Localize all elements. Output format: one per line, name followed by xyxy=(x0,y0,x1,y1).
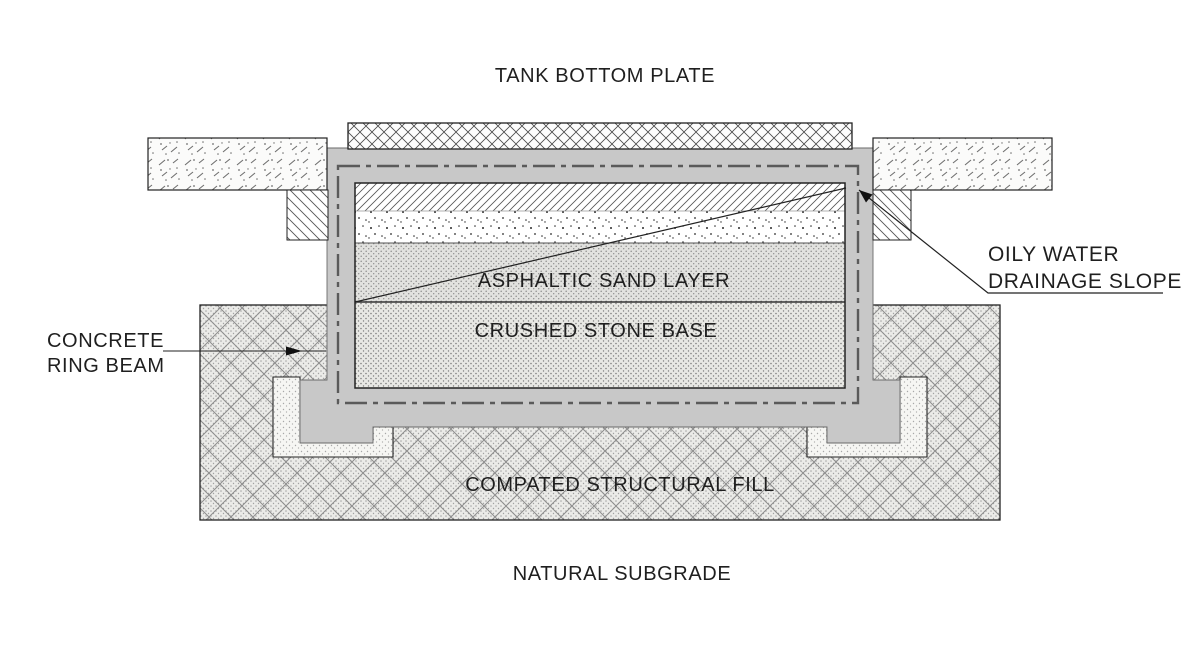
label-concrete-ring-line2: RING BEAM xyxy=(47,355,165,377)
left-corner-hatch-block xyxy=(286,189,329,241)
label-asphaltic-sand-layer: ASPHALTIC SAND LAYER xyxy=(478,270,730,292)
label-oily-water-line2: DRAINAGE SLOPE xyxy=(988,270,1182,293)
label-crushed-stone-base: CRUSHED STONE BASE xyxy=(475,320,718,342)
foundation-layers xyxy=(354,182,847,389)
loose-sand-layer xyxy=(355,211,845,243)
beam-centerline xyxy=(336,164,860,405)
drainage-slope-line xyxy=(354,187,847,303)
label-oily-water-line1: OILY WATER xyxy=(988,243,1119,266)
right-corner-hatch-block xyxy=(872,189,912,241)
right-concrete-slab xyxy=(872,137,1053,191)
arrowhead-upleft-icon xyxy=(859,190,873,203)
left-concrete-slab xyxy=(147,137,328,191)
crushed-stone-layer xyxy=(355,302,845,388)
label-concrete-ring-line1: CONCRETE xyxy=(47,330,164,352)
label-structural-fill: COMPATED STRUCTURAL FILL xyxy=(465,474,775,496)
label-natural-subgrade: NATURAL SUBGRADE xyxy=(513,563,732,585)
arrowhead-right-icon xyxy=(286,346,302,356)
oily-water-leader xyxy=(858,189,1163,294)
label-tank-bottom-plate: TANK BOTTOM PLATE xyxy=(495,65,715,87)
top-hatch-layer xyxy=(355,183,845,211)
tank-bottom-plate xyxy=(347,122,853,150)
concrete-ring-beam-leader xyxy=(163,346,326,356)
asphaltic-sand-layer xyxy=(355,243,845,302)
